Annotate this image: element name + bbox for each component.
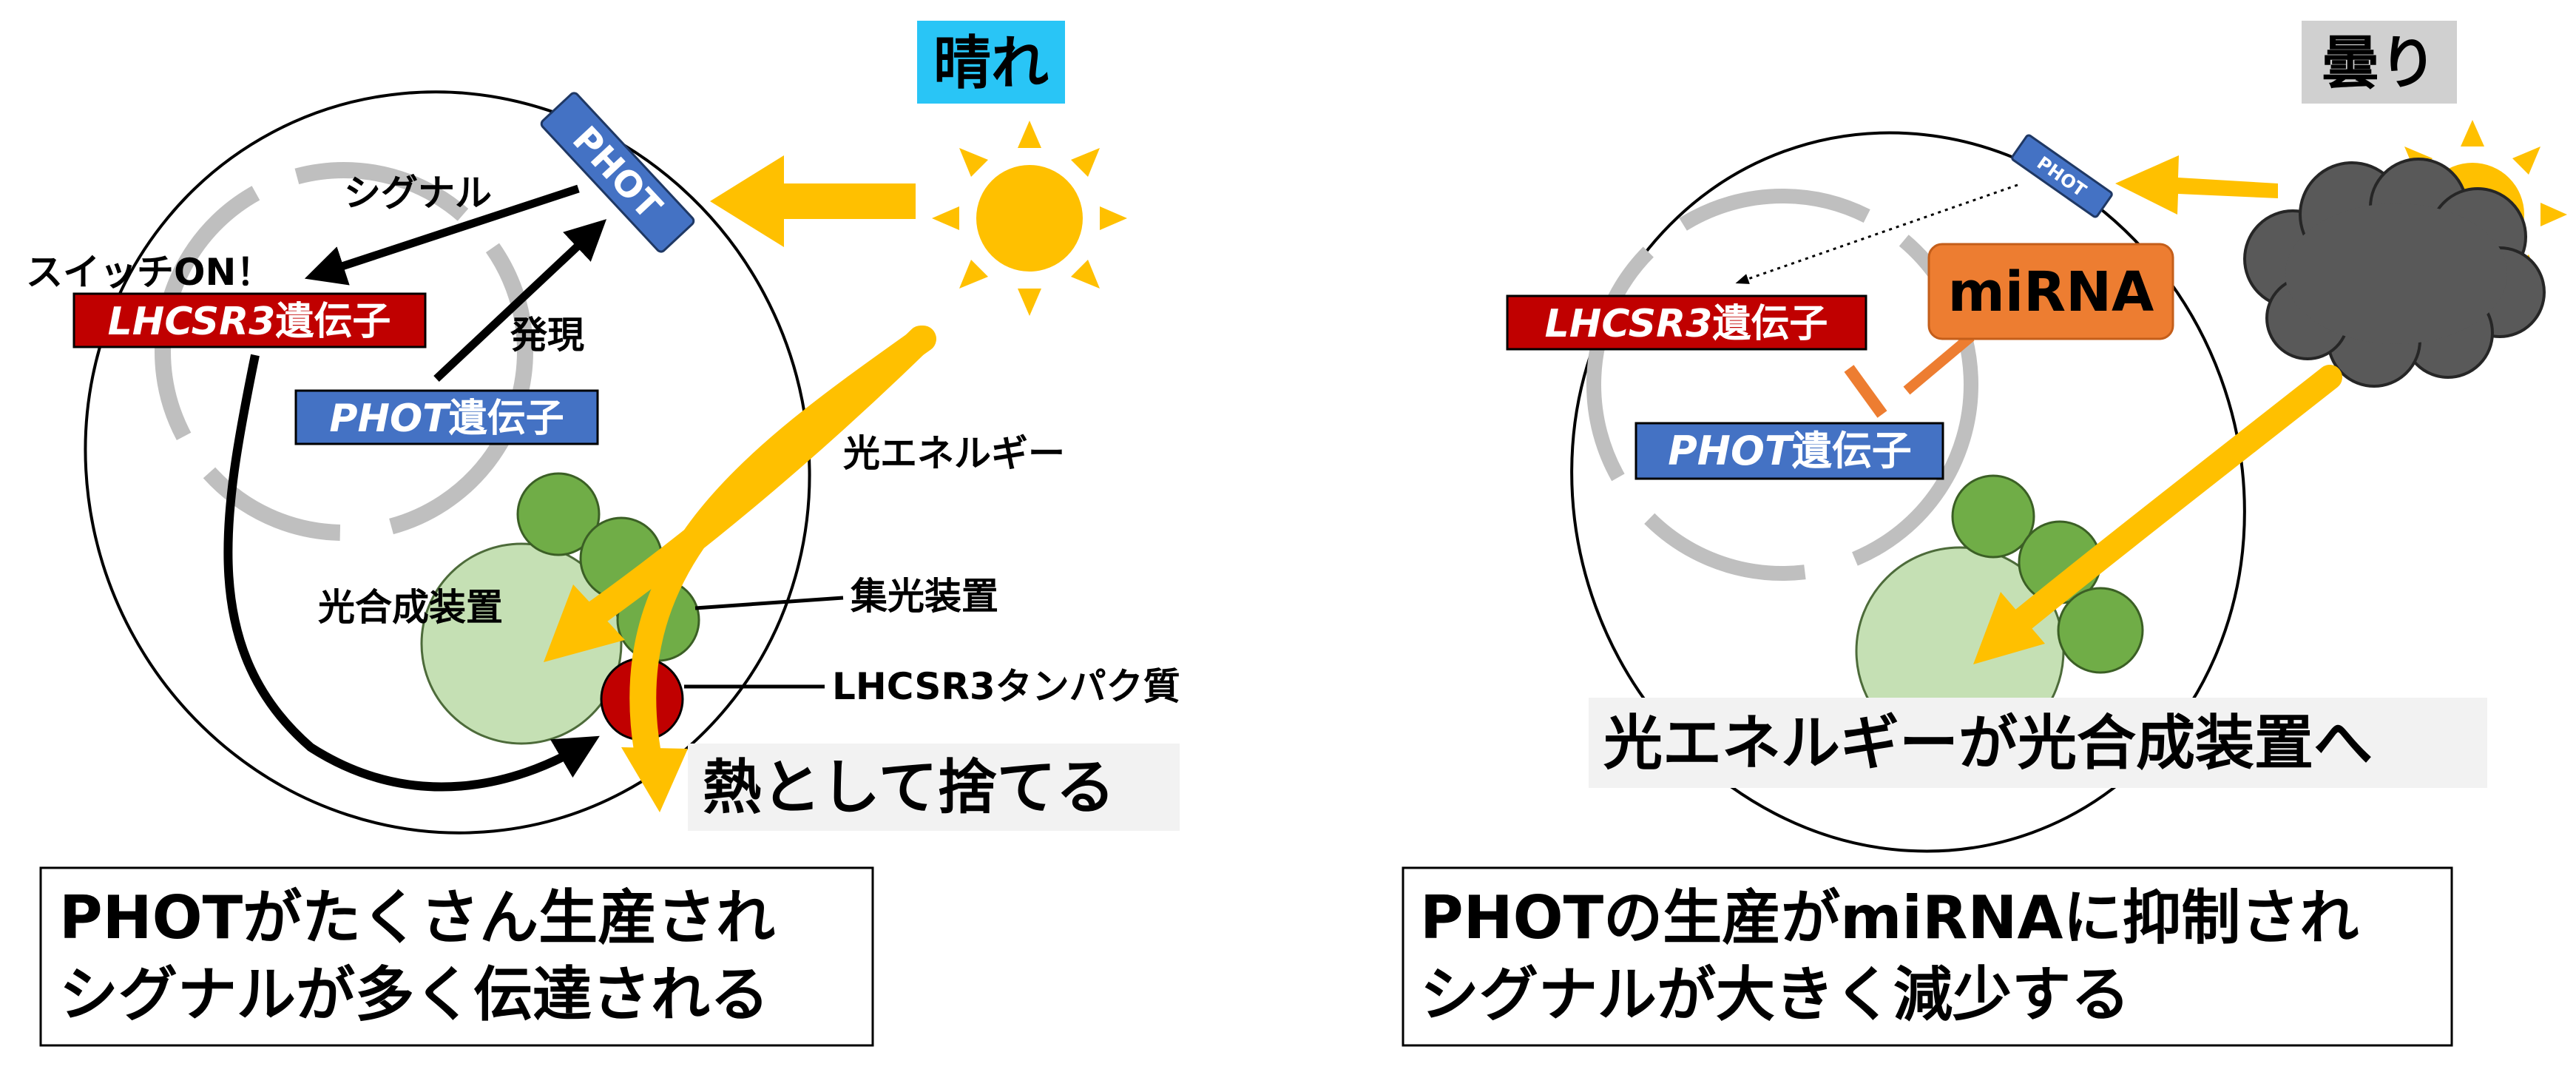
right-caption-box xyxy=(1402,866,2453,1047)
sunlight-arrow xyxy=(710,155,916,247)
right-panel: 曇り PHOT LHCSR3遺伝子 PHOT遺伝子 miRNA 光エネルギーが光… xyxy=(1402,21,2567,1047)
lhcsr3-gene-box-right xyxy=(1506,294,1867,351)
antenna-complex-right-3 xyxy=(2057,587,2144,674)
phot-receptor: PHOT xyxy=(540,92,695,253)
switch-on-label: スイッチON！ xyxy=(26,251,273,294)
phot-gene-box xyxy=(294,389,599,445)
phot-gene-suffix-right: 遺伝子 xyxy=(1792,428,1912,474)
heat-label-box xyxy=(688,744,1180,831)
phot-gene-suffix: 遺伝子 xyxy=(449,397,564,441)
mirna-inhibition-bar xyxy=(1844,365,1887,418)
left-caption-line-1: PHOTがたくさん生産され xyxy=(59,883,775,952)
lhcsr3-gene-suffix: 遺伝子 xyxy=(275,300,391,344)
cloud-icon xyxy=(2243,158,2546,388)
lhcsr3-protein-label: LHCSR3タンパク質 xyxy=(832,665,1180,708)
antenna-label: 集光装置 xyxy=(850,575,998,618)
light-energy-arrowhead-2 xyxy=(621,747,688,812)
light-energy-arrowhead-right xyxy=(1973,592,2045,664)
phot-gene-label-right: PHOT遺伝子 xyxy=(1668,428,1912,474)
left-caption-box xyxy=(39,866,874,1047)
cloudy-label: 曇り xyxy=(2322,30,2437,97)
antenna-pointer xyxy=(694,596,844,610)
phot-gene-box-right xyxy=(1634,422,1944,480)
signal-arrow xyxy=(304,184,580,286)
nucleus-outline-right xyxy=(1586,189,1978,581)
lhcsr3-gene-box xyxy=(72,292,427,348)
expression-arrow xyxy=(433,219,607,383)
left-caption-line-2: シグナルが多く伝達される xyxy=(59,960,769,1029)
lhcsr3-gene-label-right: LHCSR3遺伝子 xyxy=(1545,302,1828,346)
signal-label: シグナル xyxy=(344,172,492,215)
light-energy-label: 光エネルギー xyxy=(843,432,1065,475)
lhcsr3-gene-italic-right: LHCSR3 xyxy=(1545,302,1713,346)
antenna-complex-1 xyxy=(516,472,601,556)
mirna-box xyxy=(1927,243,2174,340)
phot-gene-italic: PHOT xyxy=(329,397,451,441)
energy-label-box xyxy=(1589,698,2487,788)
mirna-inhibition-line xyxy=(1903,332,1975,395)
cell-outline-right xyxy=(1570,131,2246,853)
weak-sunlight-arrow xyxy=(2115,155,2278,215)
gene-to-protein-arrow xyxy=(223,354,600,792)
mirna-label: miRNA xyxy=(1948,260,2154,324)
antenna-complex-right-1 xyxy=(1951,474,2035,559)
photosynthesis-label: 光合成装置 xyxy=(318,586,503,629)
energy-to-photosynthesis-label: 光エネルギーが光合成装置へ xyxy=(1603,709,2373,778)
light-energy-arrowhead-1 xyxy=(544,584,625,662)
expression-label: 発現 xyxy=(510,314,584,357)
sun-icon xyxy=(932,121,1127,316)
phot-receptor-right: PHOT xyxy=(2011,134,2113,218)
phot-gene-italic-right: PHOT xyxy=(1668,428,1795,474)
right-caption-line-2: シグナルが大きく減少する xyxy=(1420,960,2130,1029)
sunny-label-box xyxy=(917,21,1065,104)
lhcsr3-gene-suffix-right: 遺伝子 xyxy=(1712,302,1828,346)
left-panel: 晴れ PHOT シグナル 発現 スイッチON！ LHCSR3遺伝子 PHOT遺伝… xyxy=(26,21,1180,1047)
lhcsr3-gene-label: LHCSR3遺伝子 xyxy=(108,300,391,344)
cloudy-label-box xyxy=(2302,21,2457,104)
light-energy-arrow-right xyxy=(1999,365,2342,641)
right-caption-line-1: PHOTの生産がmiRNAに抑制され xyxy=(1420,883,2359,952)
nucleus-outline xyxy=(155,162,533,541)
sunny-label: 晴れ xyxy=(933,30,1049,97)
lhcsr3-gene-italic: LHCSR3 xyxy=(108,300,276,344)
light-energy-arrow-to-heat xyxy=(629,326,936,783)
svg-text:PHOT: PHOT xyxy=(564,118,670,227)
phot-gene-label: PHOT遺伝子 xyxy=(329,397,564,441)
heat-label: 熱として捨てる xyxy=(703,753,1115,822)
cell-outline xyxy=(84,90,811,835)
